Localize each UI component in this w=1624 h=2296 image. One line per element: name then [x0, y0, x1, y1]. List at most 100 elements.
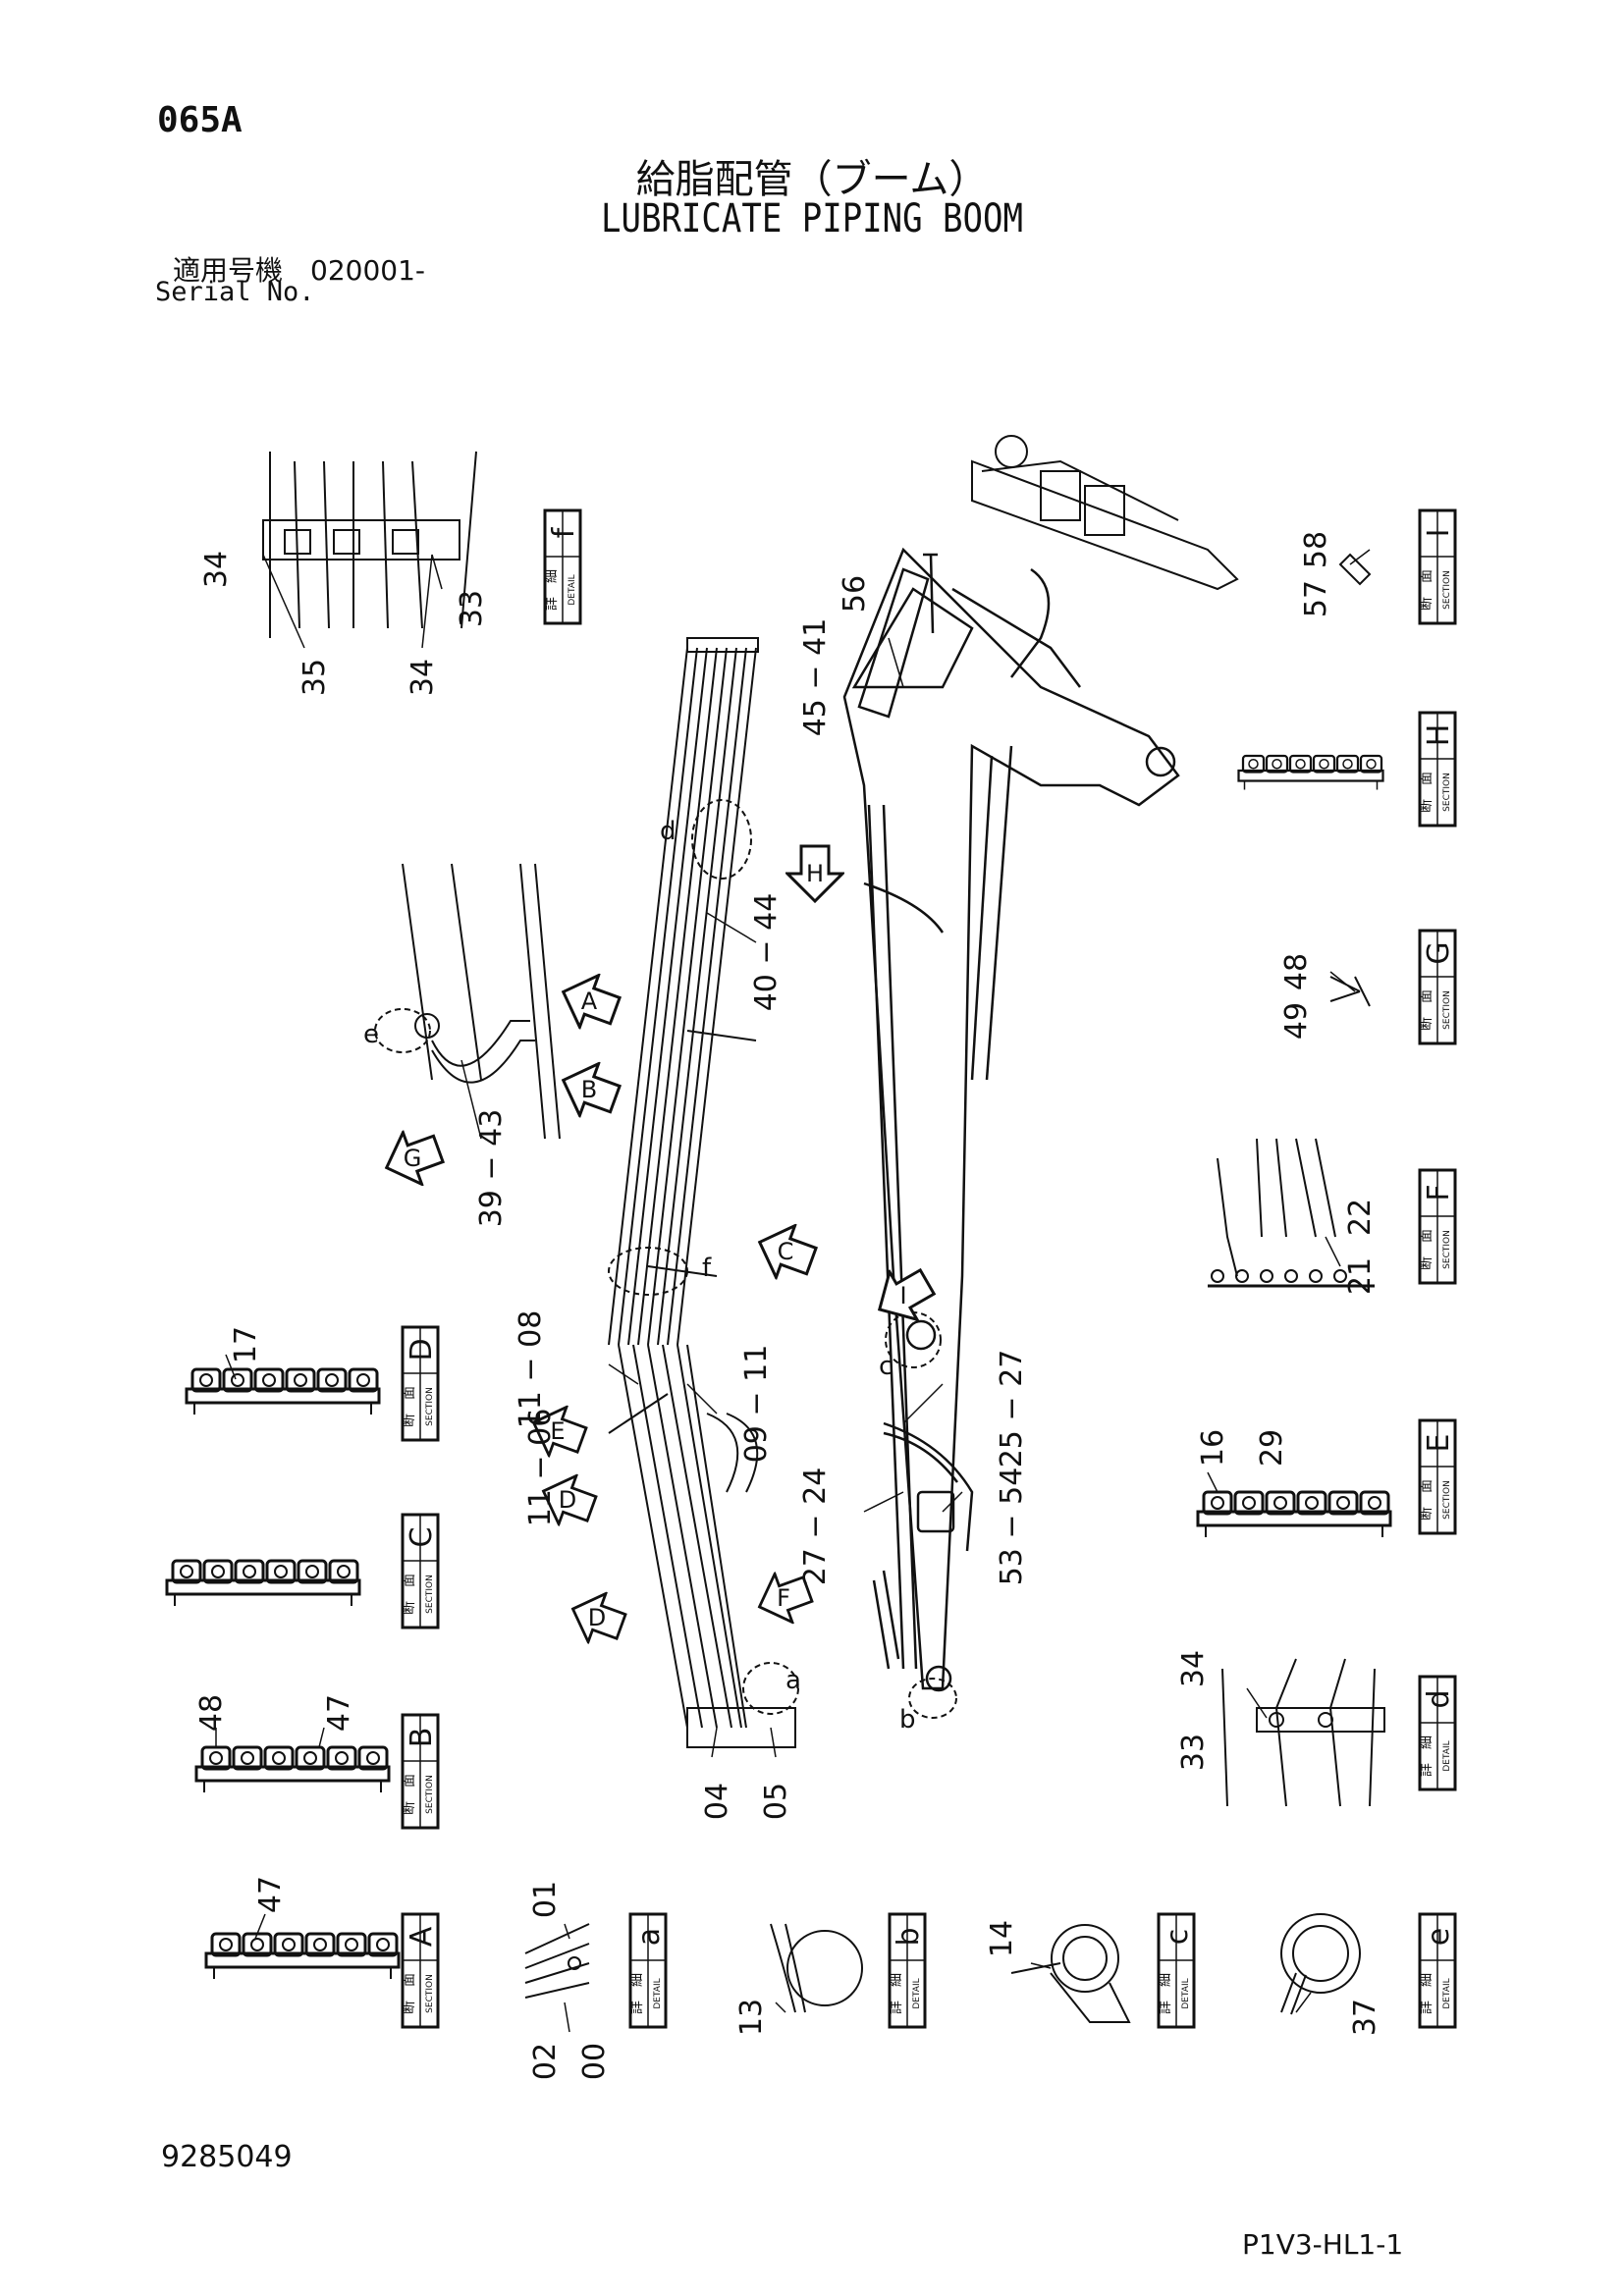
top-right-detail: [971, 435, 1239, 591]
left-mid-detail: [402, 863, 561, 1140]
section-b-block: [194, 1745, 391, 1794]
part-label-37: 37: [1348, 1999, 1382, 2036]
part-label-29: 29: [1255, 1429, 1289, 1467]
view-arrow-label-f: F: [777, 1584, 790, 1612]
tag-en: SECTION: [1442, 570, 1452, 610]
part-label-00: 00: [577, 2043, 612, 2080]
part-label-48-b: 48: [194, 1694, 229, 1732]
section-g-drawing: [1329, 976, 1371, 1007]
section-i-drawing: [1338, 553, 1372, 586]
tag-kanji: 詳 細: [1419, 1735, 1435, 1777]
tag-section-f: 断 面 SECTION F: [1418, 1168, 1457, 1285]
section-f-drawing: [1208, 1138, 1375, 1288]
view-arrow-label-e: E: [550, 1417, 565, 1445]
part-label-58: 58: [1299, 531, 1333, 568]
part-label-48-a: 48: [1279, 953, 1314, 990]
tag-section-g: 断 面 SECTION G: [1418, 929, 1457, 1045]
part-label-40-44: 40 − 44: [749, 893, 784, 1012]
tag-letter: d: [1422, 1689, 1456, 1708]
part-label-16: 16: [1196, 1429, 1230, 1467]
part-label-34-b: 34: [406, 659, 440, 696]
tag-letter: b: [892, 1927, 926, 1946]
tag-detail-d: 詳 細 DETAIL d: [1418, 1675, 1457, 1791]
part-label-34-a: 34: [199, 551, 234, 588]
tag-en: DETAIL: [653, 1978, 663, 2008]
callout-c: c: [879, 1352, 893, 1381]
tag-en: SECTION: [1442, 1480, 1452, 1520]
tag-section-d: 断 面 SECTION D: [401, 1325, 440, 1442]
tag-kanji: 断 面: [1419, 1479, 1435, 1521]
tag-kanji: 断 面: [402, 1973, 417, 2014]
tag-en: SECTION: [425, 1974, 435, 2013]
callout-b: b: [899, 1705, 916, 1735]
tag-section-e: 断 面 SECTION E: [1418, 1418, 1457, 1535]
part-label-21: 21: [1343, 1257, 1378, 1295]
tag-en: DETAIL: [568, 574, 577, 605]
tag-letter: A: [405, 1926, 439, 1947]
part-label-05: 05: [759, 1783, 793, 1820]
sheet-code: P1V3-HL1-1: [1242, 2228, 1404, 2261]
tag-letter: B: [405, 1728, 439, 1748]
callout-d: d: [660, 817, 677, 846]
part-label-45-41: 45 − 41: [798, 618, 833, 737]
tag-section-b: 断 面 SECTION B: [401, 1713, 440, 1830]
tag-kanji: 詳 細: [1158, 1973, 1173, 2014]
title-english: LUBRICATE PIPING BOOM: [601, 196, 1023, 241]
part-label-35: 35: [298, 659, 332, 696]
callout-f: f: [702, 1254, 712, 1283]
section-e-block: [1196, 1490, 1392, 1539]
tag-detail-e: 詳 細 DETAIL e: [1418, 1912, 1457, 2029]
tag-en: SECTION: [1442, 773, 1452, 812]
tag-kanji: 断 面: [402, 1574, 417, 1615]
tag-en: SECTION: [425, 1387, 435, 1426]
detail-c-drawing: [1010, 1924, 1131, 2023]
detail-e-drawing: [1280, 1913, 1361, 2015]
tag-kanji: 断 面: [1419, 1229, 1435, 1270]
view-arrow-label-d1: D: [559, 1486, 576, 1514]
tag-letter: f: [547, 526, 581, 538]
tag-en: SECTION: [1442, 1230, 1452, 1269]
detail-b-drawing: [770, 1923, 863, 2013]
tag-detail-b: 詳 細 DETAIL b: [888, 1912, 927, 2029]
part-label-33-b: 33: [1176, 1734, 1211, 1771]
tag-kanji: 詳 細: [889, 1973, 904, 2014]
tag-letter: I: [1422, 529, 1456, 538]
page-code: 065A: [157, 100, 243, 140]
tag-section-i: 断 面 SECTION I: [1418, 508, 1457, 625]
part-label-33-a: 33: [455, 590, 489, 627]
part-label-34-c: 34: [1176, 1650, 1211, 1687]
tag-letter: C: [405, 1527, 439, 1548]
callout-e: e: [363, 1020, 379, 1049]
part-label-13: 13: [734, 1999, 769, 2036]
document-number: 9285049: [161, 2140, 293, 2174]
view-arrow-label-c: C: [778, 1238, 794, 1265]
part-label-11-08: 11 − 08: [514, 1310, 548, 1429]
tag-kanji: 断 面: [402, 1386, 417, 1427]
tag-en: DETAIL: [1442, 1978, 1452, 2008]
detail-f-drawing: [262, 451, 477, 638]
tag-detail-f: 詳 細 DETAIL f: [543, 508, 582, 625]
callout-circles: [374, 799, 957, 1719]
tag-en: DETAIL: [1442, 1740, 1452, 1771]
tag-letter: c: [1161, 1929, 1195, 1946]
view-arrow-label-h: H: [806, 860, 824, 887]
tag-letter: F: [1422, 1184, 1456, 1201]
title-japanese: 給脂配管（ブーム）: [635, 157, 989, 202]
tag-detail-c: 詳 細 DETAIL c: [1157, 1912, 1196, 2029]
view-arrow-label-g: G: [404, 1145, 422, 1172]
leader-lines: [215, 549, 1371, 2033]
section-h-block: [1237, 754, 1384, 791]
tag-kanji: 断 面: [1419, 569, 1435, 611]
tag-section-h: 断 面 SECTION H: [1418, 711, 1457, 828]
tag-en: DETAIL: [1181, 1978, 1191, 2008]
callout-a: a: [785, 1666, 801, 1695]
tag-letter: H: [1422, 724, 1456, 747]
part-label-25-27: 25 − 27: [995, 1350, 1029, 1468]
part-label-49: 49: [1279, 1002, 1314, 1040]
part-label-11-06: 11 − 06: [523, 1409, 558, 1527]
tag-en: SECTION: [425, 1575, 435, 1614]
tag-boxes: 詳 細 DETAIL f 断 面 SECTION I 断 面 SECTION H: [401, 508, 1457, 2029]
tag-section-c: 断 面 SECTION C: [401, 1513, 440, 1629]
tag-kanji: 断 面: [1419, 989, 1435, 1031]
